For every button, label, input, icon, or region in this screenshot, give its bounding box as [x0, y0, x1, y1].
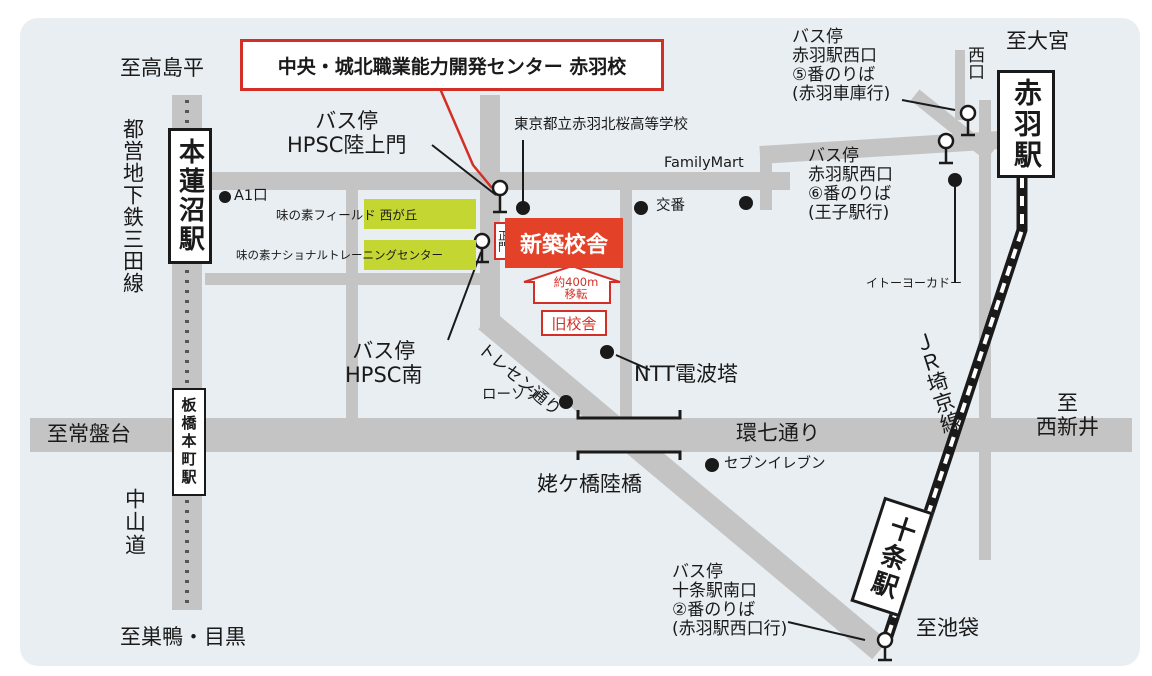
new-building: 新築校舎: [505, 218, 623, 268]
ajinomoto-ntc-label: 味の素ナショナルトレーニングセンター: [236, 248, 443, 262]
school-title: 中央・城北職業能力開発センター 赤羽校: [277, 55, 627, 78]
ajinomoto-field: 味の素フィールド 西が丘: [276, 199, 476, 229]
busstop-hpsc-minami: バス停 HPSC南: [345, 339, 423, 387]
station-itabashihoncho: 板橋本町駅: [172, 388, 206, 496]
station-akabane: 赤羽駅: [997, 70, 1055, 178]
dir-nishiarai: 至 西新井: [1036, 391, 1099, 439]
dir-sugamo-meguro: 至巣鴨・目黒: [120, 625, 246, 649]
bridge-label: 姥ケ橋陸橋: [537, 472, 642, 496]
bridge-marks: [576, 410, 682, 460]
move-arrow: [523, 264, 621, 304]
busstop-akabane-nishi6: バス停 赤羽駅西口 ⑥番のりば (王子駅行): [808, 146, 893, 224]
dir-ikebukuro: 至池袋: [916, 616, 979, 640]
move-note: 約400m 移転: [532, 276, 620, 300]
station-motohasunuma: 本蓮沼駅: [168, 128, 212, 264]
landmark-nishiguchi: 西口: [964, 46, 985, 80]
landmark-a1-exit: A1口: [234, 188, 268, 204]
landmark-lawson: ローソン: [482, 387, 540, 403]
landmark-familymart: FamilyMart: [664, 155, 744, 171]
landmark-ntt-tower: NTT電波塔: [634, 362, 738, 386]
road-toresen-diagonal: [478, 310, 888, 660]
old-building: 旧校舎: [541, 310, 607, 336]
dir-tokiwadai: 至常盤台: [47, 422, 131, 446]
busstop-hpsc-rikujomon: バス停 HPSC陸上門: [287, 109, 407, 157]
landmark-ito-yokado: イトーヨーカドー: [866, 276, 963, 290]
landmark-seven-eleven: セブンイレブン: [724, 456, 826, 472]
ajinomoto-field-label: 味の素フィールド 西が丘: [276, 207, 418, 223]
move-note-text: 約400m 移転: [553, 275, 599, 302]
busstop-jujo-minami2: バス停 十条駅南口 ②番のりば (赤羽駅西口行): [672, 562, 788, 640]
dir-nakasendo: 中山道: [122, 488, 147, 557]
busstop-akabane-nishi5: バス停 赤羽駅西口 ⑤番のりば (赤羽車庫行): [792, 27, 891, 105]
ajinomoto-ntc: 味の素ナショナルトレーニングセンター: [236, 240, 476, 270]
dir-takashimadaira: 至高島平: [120, 56, 204, 80]
callout-lines: [430, 69, 956, 641]
landmark-koban: 交番: [656, 198, 685, 214]
dir-omiya: 至大宮: [1006, 29, 1069, 53]
road-akabane-west: [759, 131, 1001, 164]
bus-stop-icons: [473, 104, 977, 662]
landmark-akabane-hokuo-hs: 東京都立赤羽北桜高等学校: [514, 117, 688, 133]
road-kannana-label: 環七通り: [736, 421, 820, 445]
school-title-callout: 中央・城北職業能力開発センター 赤羽校: [240, 39, 664, 91]
rail-saikyo: [882, 160, 1028, 638]
line-toei-mita: 都営地下鉄三田線: [120, 118, 145, 294]
